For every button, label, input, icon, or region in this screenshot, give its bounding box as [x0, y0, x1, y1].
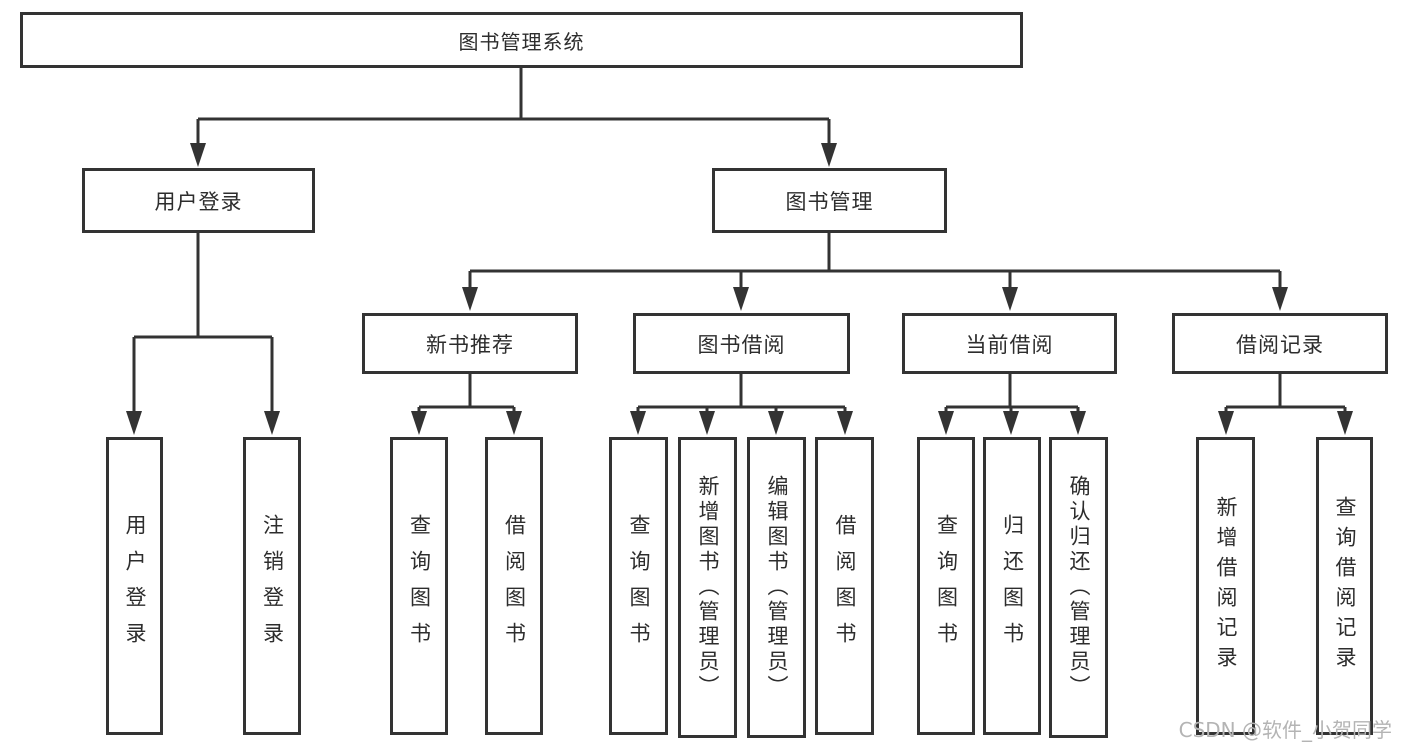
node-label: 查询图书 [934, 514, 959, 658]
arrowhead [506, 411, 522, 435]
arrowhead [264, 411, 280, 435]
node-label: 当前借阅 [965, 332, 1054, 357]
node-label: 确认归还（管理员） [1067, 475, 1091, 700]
node-new-book-recommend: 新书推荐 [362, 313, 578, 374]
node-label: 借阅记录 [1236, 332, 1324, 357]
node-label: 借阅图书 [502, 514, 527, 658]
node-leaf-borrow-books-2: 借阅图书 [815, 437, 874, 735]
arrowhead [126, 411, 142, 435]
connector-book-management [468, 233, 1282, 292]
arrowhead [1002, 287, 1018, 311]
node-leaf-borrow-books-1: 借阅图书 [485, 437, 543, 735]
node-label: 查询图书 [407, 514, 432, 658]
node-leaf-add-books-admin: 新增图书（管理员） [678, 437, 737, 738]
node-label: 查询借阅记录 [1333, 496, 1357, 676]
node-label: 借阅图书 [833, 514, 857, 658]
node-label: 图书管理系统 [458, 29, 585, 54]
arrowhead [1272, 287, 1288, 311]
node-borrow-record: 借阅记录 [1172, 313, 1388, 374]
arrowhead [462, 287, 478, 311]
node-label: 新书推荐 [426, 332, 514, 357]
arrowhead [411, 411, 427, 435]
arrowhead [768, 411, 784, 435]
node-leaf-return-books: 归还图书 [983, 437, 1041, 735]
node-leaf-query-books-3: 查询图书 [917, 437, 975, 735]
connector-book-borrow [636, 374, 847, 416]
watermark-text: CSDN @软件_小贺同学 [1178, 718, 1392, 742]
arrowhead [1337, 411, 1353, 435]
arrowhead [837, 411, 853, 435]
arrowhead [1070, 411, 1086, 435]
node-label: 用户登录 [154, 189, 243, 214]
node-leaf-query-books-2: 查询图书 [609, 437, 668, 735]
arrowhead [821, 143, 837, 167]
node-leaf-add-borrow-record: 新增借阅记录 [1196, 437, 1255, 735]
connector-root [196, 68, 831, 148]
arrowhead [190, 143, 206, 167]
node-label: 图书管理 [785, 189, 874, 214]
node-leaf-logout: 注销登录 [243, 437, 301, 735]
arrowhead [1003, 411, 1019, 435]
node-library-management-system: 图书管理系统 [20, 12, 1023, 68]
node-book-management: 图书管理 [712, 168, 947, 233]
node-leaf-confirm-return-admin: 确认归还（管理员） [1049, 437, 1108, 738]
node-leaf-edit-books-admin: 编辑图书（管理员） [747, 437, 806, 738]
node-label: 用户登录 [123, 514, 147, 658]
node-user-login: 用户登录 [82, 168, 315, 233]
arrowhead [630, 411, 646, 435]
node-label: 注销登录 [260, 514, 285, 658]
node-label: 编辑图书（管理员） [765, 475, 789, 700]
arrowhead [1218, 411, 1234, 435]
node-leaf-query-books-1: 查询图书 [390, 437, 448, 735]
node-label: 图书借阅 [697, 332, 786, 357]
node-label: 新增图书（管理员） [696, 475, 720, 700]
arrowhead [938, 411, 954, 435]
arrowhead [733, 287, 749, 311]
node-label: 查询图书 [627, 514, 651, 658]
arrowhead [699, 411, 715, 435]
connector-current-borrow [944, 374, 1080, 416]
node-leaf-user-login: 用户登录 [106, 437, 163, 735]
connector-new-book [417, 374, 516, 416]
node-book-borrow: 图书借阅 [633, 313, 850, 374]
node-current-borrow: 当前借阅 [902, 313, 1117, 374]
node-label: 归还图书 [1000, 514, 1025, 658]
connector-user-login [132, 233, 274, 416]
connector-borrow-record [1224, 374, 1347, 416]
node-label: 新增借阅记录 [1214, 496, 1238, 676]
node-leaf-query-borrow-record: 查询借阅记录 [1316, 437, 1373, 735]
